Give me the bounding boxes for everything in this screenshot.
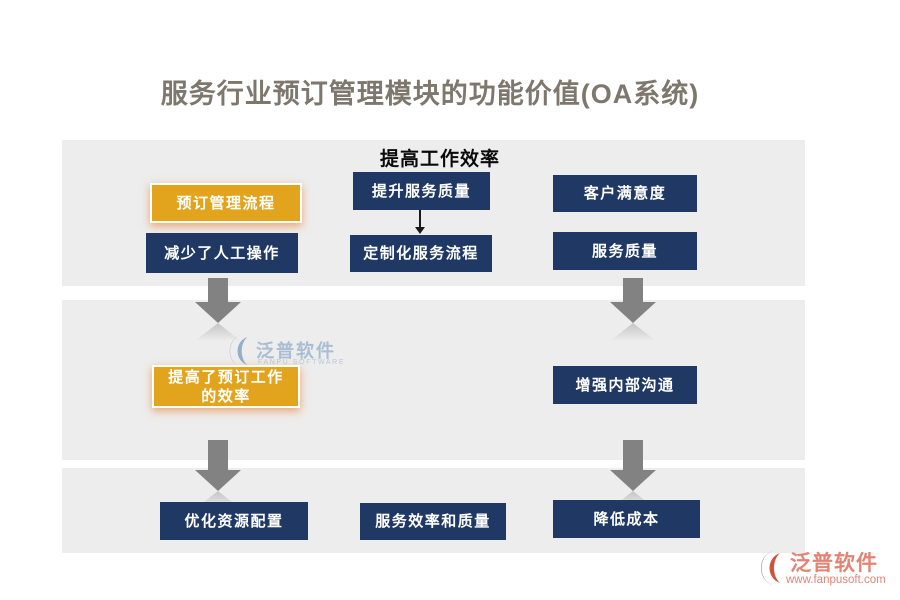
band-top-header: 提高工作效率 xyxy=(379,149,500,170)
connector-arrow-icon xyxy=(414,210,426,234)
footer-url: www.fanpusoft.com xyxy=(786,574,886,586)
flow-arrow-left-bottom xyxy=(195,440,241,509)
box-service-efficiency-quality: 服务效率和质量 xyxy=(360,503,506,540)
flow-arrow-right-bottom xyxy=(610,440,656,509)
box-internal-communication: 增强内部沟通 xyxy=(553,366,697,404)
flow-arrow-left-top xyxy=(195,278,241,341)
flow-arrow-right-top xyxy=(610,278,656,341)
box-custom-service-flow: 定制化服务流程 xyxy=(350,235,492,272)
watermark-brand: 泛普软件 xyxy=(256,341,336,361)
box-less-manual-ops: 减少了人工操作 xyxy=(146,233,298,273)
footer-brand: 泛普软件 xyxy=(790,552,878,575)
watermark-subtitle: FANPU SOFTWARE xyxy=(258,359,346,366)
page-title: 服务行业预订管理模块的功能价值(OA系统) xyxy=(160,79,700,109)
fanpu-swirl-icon xyxy=(753,548,787,593)
box-resource-optimization: 优化资源配置 xyxy=(160,502,308,540)
box-customer-satisfaction: 客户满意度 xyxy=(553,175,697,212)
fanpu-swirl-icon xyxy=(224,331,252,376)
box-cost-reduction: 降低成本 xyxy=(553,500,700,538)
box-booking-flow: 预订管理流程 xyxy=(150,183,302,223)
box-improve-service-quality: 提升服务质量 xyxy=(353,172,490,210)
box-booking-efficiency: 提高了预订工作 的效率 xyxy=(152,365,300,408)
box-service-quality: 服务质量 xyxy=(553,232,697,270)
